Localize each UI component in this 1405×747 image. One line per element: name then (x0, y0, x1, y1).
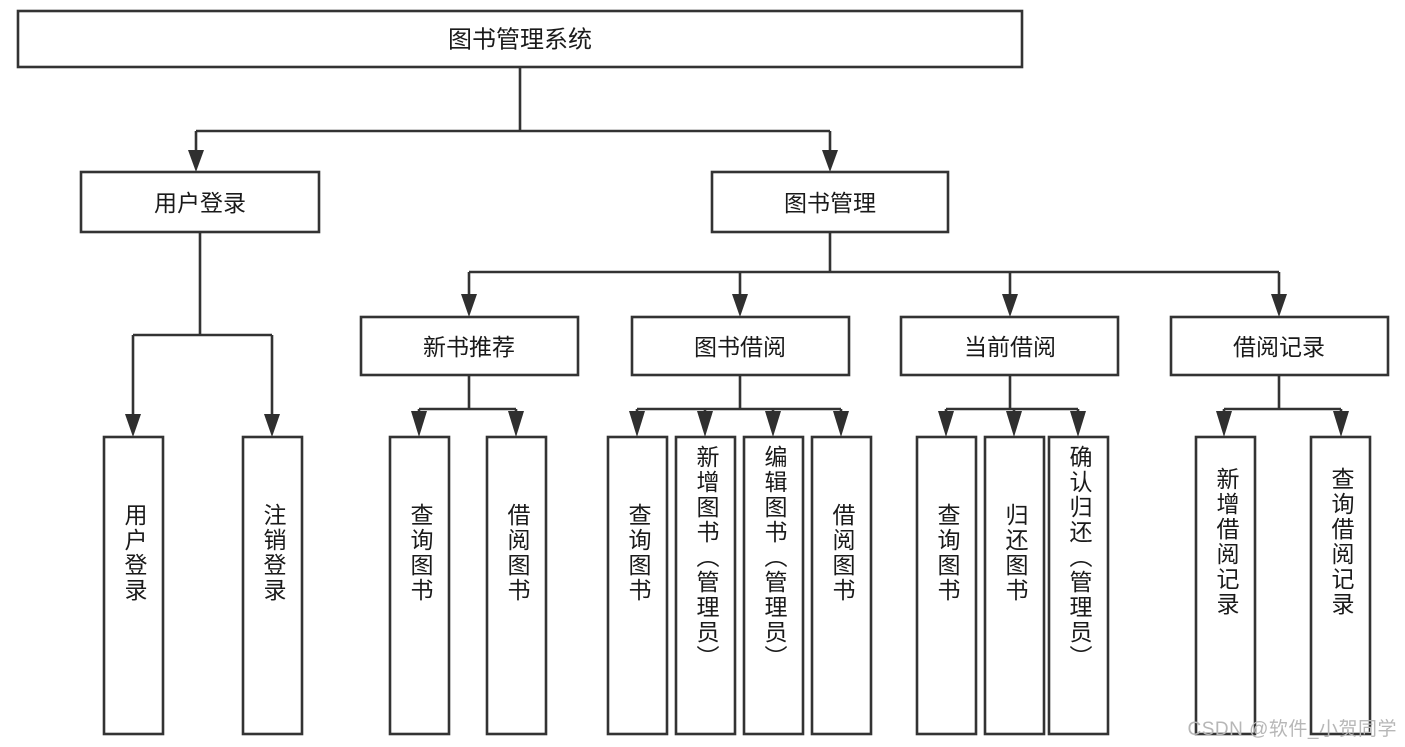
node-leaf-return-book-box[interactable] (983, 435, 1046, 736)
node-root-label: 图书管理系统 (448, 27, 592, 54)
node-leaf-confirm-return-box[interactable] (1047, 435, 1110, 736)
arrow-head-leaf-user-login (125, 414, 141, 437)
node-new-book-recommend-box[interactable] (359, 315, 580, 377)
connector-group-book-borrow (629, 375, 849, 437)
node-book-borrow-box[interactable] (630, 315, 851, 377)
connector-group-new-book-recommend (411, 375, 524, 437)
watermark: CSDN @软件_小贺同学 (1187, 719, 1397, 740)
node-book-manage-label: 图书管理 (784, 190, 876, 216)
node-user-login-box[interactable] (79, 170, 321, 234)
node-current-borrow-label: 当前借阅 (964, 334, 1056, 360)
node-current-borrow-box[interactable] (899, 315, 1120, 377)
node-book-borrow-label: 图书借阅 (694, 334, 786, 360)
arrow-head-leaf-return-book (1006, 411, 1022, 437)
arrow-head-leaf-query-book-1 (411, 411, 427, 437)
arrow-head-user-login (188, 150, 204, 172)
arrow-head-leaf-query-book-2 (629, 411, 645, 437)
node-leaf-borrow-book-1-box[interactable] (485, 435, 548, 736)
node-leaf-query-book-1-box[interactable] (388, 435, 451, 736)
node-new-book-recommend[interactable]: 新书推荐 (359, 315, 580, 377)
node-user-login-label: 用户登录 (154, 190, 246, 216)
node-book-manage[interactable]: 图书管理 (710, 170, 950, 234)
node-leaf-query-book-2-box[interactable] (606, 435, 669, 736)
node-borrow-record-box[interactable] (1169, 315, 1390, 377)
arrow-head-leaf-query-book-3 (938, 411, 954, 437)
arrow-head-book-manage (822, 150, 838, 172)
connector-group-root (188, 67, 838, 172)
node-borrow-record[interactable]: 借阅记录 (1169, 315, 1390, 377)
node-leaf-edit-book-box[interactable] (742, 435, 805, 736)
node-leaf-query-book-3-box[interactable] (915, 435, 978, 736)
arrow-head-leaf-add-book (697, 411, 713, 437)
arrow-head-leaf-borrow-book-1 (508, 411, 524, 437)
arrow-head-leaf-edit-book (765, 411, 781, 437)
arrow-head-book-borrow (732, 294, 748, 317)
node-leaf-add-book-box[interactable] (674, 435, 737, 736)
node-leaf-query-record-box[interactable] (1309, 435, 1372, 736)
connector-group-current-borrow (938, 375, 1086, 437)
connector-group-borrow-record (1216, 375, 1349, 437)
arrow-head-leaf-borrow-book-2 (833, 411, 849, 437)
arrow-head-new-book-recommend (461, 294, 477, 317)
arrow-head-leaf-confirm-return (1070, 411, 1086, 437)
arrow-head-leaf-logout-login (264, 414, 280, 437)
node-root-box[interactable] (16, 9, 1024, 69)
node-current-borrow[interactable]: 当前借阅 (899, 315, 1120, 377)
node-book-manage-box[interactable] (710, 170, 950, 234)
arrow-head-leaf-add-record (1216, 411, 1232, 437)
node-leaf-logout-login-box[interactable] (241, 435, 304, 736)
node-borrow-record-label: 借阅记录 (1233, 334, 1325, 360)
node-new-book-recommend-label: 新书推荐 (423, 334, 515, 360)
node-leaf-user-login-box[interactable] (102, 435, 165, 736)
node-book-borrow[interactable]: 图书借阅 (630, 315, 851, 377)
arrow-head-leaf-query-record (1333, 411, 1349, 437)
node-user-login[interactable]: 用户登录 (79, 170, 321, 234)
node-leaf-borrow-book-2-box[interactable] (810, 435, 873, 736)
arrow-head-current-borrow (1002, 294, 1018, 317)
arrow-head-borrow-record (1271, 294, 1287, 317)
connector-group-book-manage (461, 232, 1287, 317)
connector-group-user-login (125, 232, 280, 437)
node-root[interactable]: 图书管理系统 (16, 9, 1024, 69)
node-leaf-add-record-box[interactable] (1194, 435, 1257, 736)
